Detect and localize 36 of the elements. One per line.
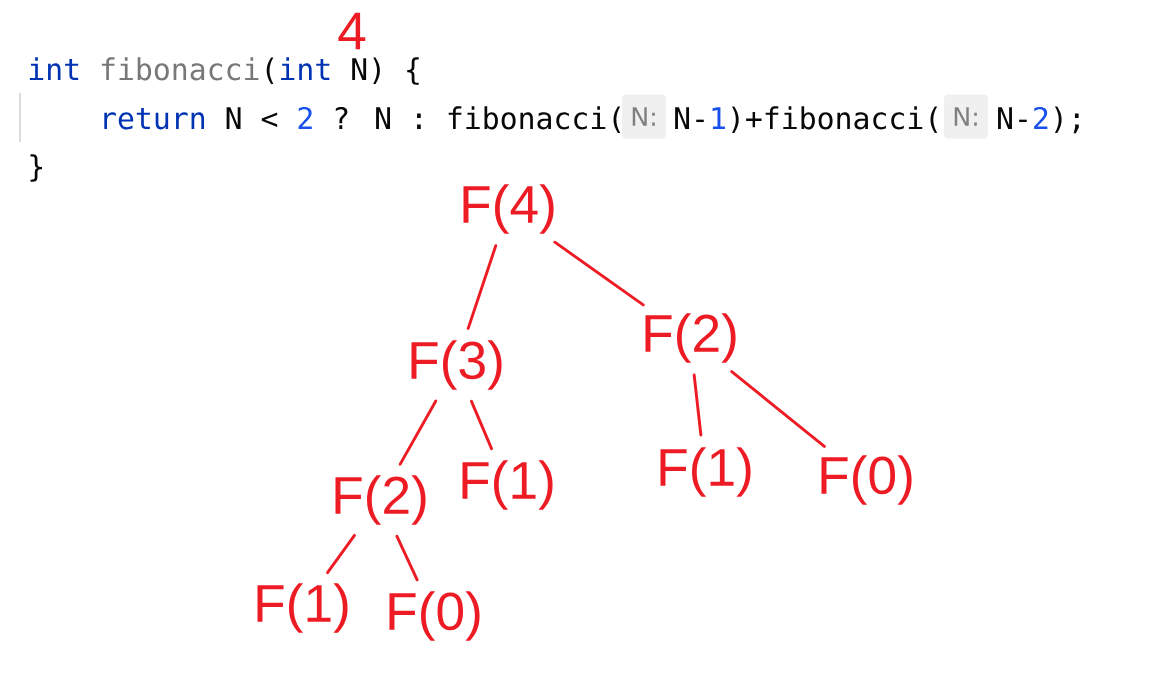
handwritten-label: F(2) bbox=[335, 475, 426, 525]
code-text: N- bbox=[998, 107, 1027, 129]
code-text: return bbox=[104, 108, 204, 130]
tree-line bbox=[398, 399, 438, 466]
handwritten-label: F(1) bbox=[462, 460, 553, 510]
code-text: 1 bbox=[712, 107, 725, 129]
code-text: 2 bbox=[1034, 106, 1048, 129]
code-text: N < bbox=[226, 107, 278, 129]
code-text: N- bbox=[675, 107, 704, 129]
handwritten-label: F(2) bbox=[645, 313, 736, 363]
handwritten-number: 4 bbox=[338, 12, 366, 50]
handwritten-label: F(0) bbox=[389, 591, 480, 641]
code-text: N) { bbox=[352, 57, 419, 85]
code-text: int bbox=[281, 57, 330, 80]
handwritten-label: F(0) bbox=[821, 455, 912, 505]
tree-line bbox=[470, 399, 493, 451]
tree-line bbox=[395, 534, 419, 582]
code-text: ); bbox=[1054, 106, 1079, 134]
tree-line bbox=[730, 370, 826, 448]
tree-line bbox=[553, 240, 645, 307]
inlay-hint: N: bbox=[944, 94, 988, 139]
tree-line bbox=[466, 244, 498, 330]
inlay-hint: N: bbox=[622, 94, 666, 139]
handwritten-label: F(4) bbox=[463, 184, 554, 234]
handwritten-label: F(1) bbox=[660, 447, 751, 497]
code-text: ( bbox=[266, 57, 274, 84]
code-text: ? N : fibonacci( bbox=[335, 106, 621, 133]
tree-line bbox=[692, 373, 703, 437]
handwritten-label: F(1) bbox=[257, 583, 348, 633]
handwritten-label: F(3) bbox=[411, 340, 502, 390]
code-text: } bbox=[30, 154, 42, 182]
tree-line bbox=[326, 533, 356, 575]
code-text: )+fibonacci( bbox=[732, 106, 938, 133]
code-text: int bbox=[29, 57, 79, 80]
code-text: fibonacci bbox=[101, 57, 259, 81]
code-text: 2 bbox=[298, 106, 312, 129]
